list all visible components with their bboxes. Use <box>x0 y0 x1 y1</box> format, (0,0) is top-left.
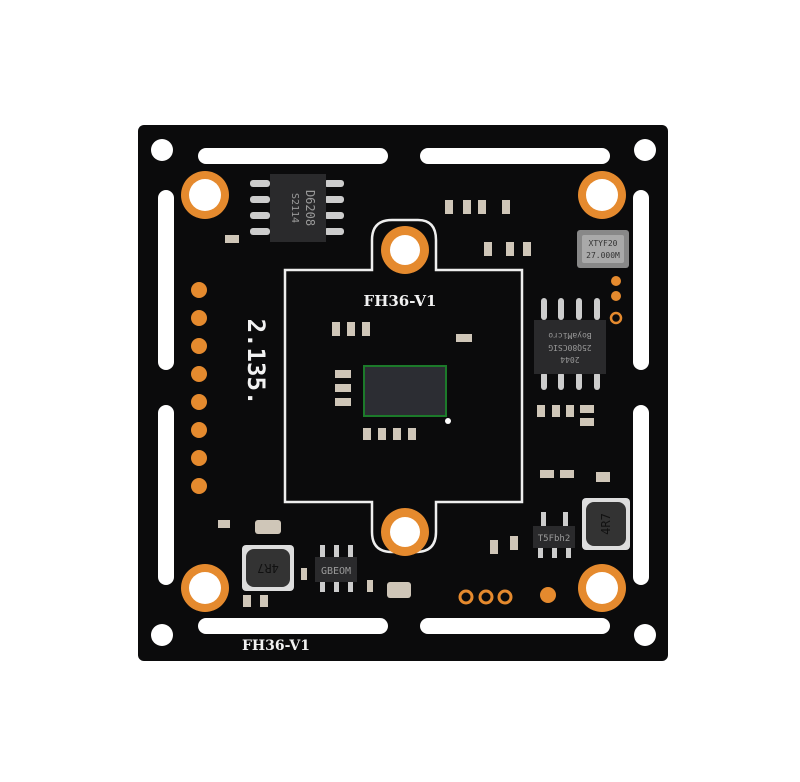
mounting-holes <box>181 171 626 612</box>
passive-components <box>218 200 610 607</box>
silkscreen-top: FH36-V1 <box>364 292 437 310</box>
regulator-left-label: GBEOM <box>321 566 351 577</box>
regulator-right: T5Fbh2 <box>533 512 575 558</box>
left-pad-row <box>191 282 207 494</box>
bottom-pads <box>458 276 623 605</box>
regulator-left: GBEOM <box>315 545 357 592</box>
driver-chip-label-2: S2114 <box>289 193 300 223</box>
sensor-outline <box>283 218 524 554</box>
inductor-right-label: 4R7 <box>599 513 613 535</box>
crystal: XTYF20 27.000M <box>577 230 629 268</box>
edge-slots <box>151 139 656 646</box>
flash-label-3: 2044 <box>560 355 579 364</box>
crystal-label-1: XTYF20 <box>589 239 618 248</box>
flash-label-1: BoyaMicro <box>548 331 592 340</box>
inductor-left: 4R7 <box>242 545 294 591</box>
regulator-right-label: T5Fbh2 <box>538 534 571 544</box>
silkscreen-bottom: FH36-V1 <box>242 638 310 654</box>
crystal-label-2: 27.000M <box>586 251 620 260</box>
flash-chip: 2044 25Q80CSIG BoyaMicro <box>534 298 606 390</box>
side-marking: 2.135. <box>242 319 270 406</box>
driver-chip: D6208 S2114 <box>250 174 344 242</box>
driver-chip-label-1: D6208 <box>303 190 317 226</box>
inductor-right: 4R7 <box>582 498 630 550</box>
flash-label-2: 25Q80CSIG <box>548 343 592 352</box>
inductor-left-label: 4R7 <box>257 561 279 575</box>
image-sensor <box>363 365 451 424</box>
